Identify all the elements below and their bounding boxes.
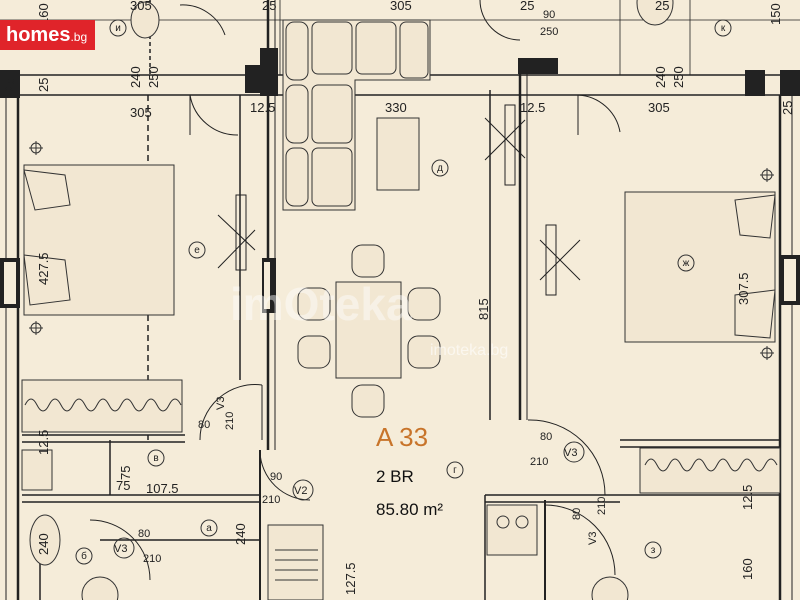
- dim-v-240-a: 240: [128, 66, 143, 88]
- dim-v3-d: V3: [587, 532, 599, 545]
- tag-v3-c: V3: [564, 447, 577, 459]
- dim-80-a: 80: [198, 419, 210, 431]
- dim-row2-125-b: 12.5: [520, 100, 545, 115]
- room-labels: и к д е ж в г а б з: [81, 23, 726, 562]
- dim-row2-305-b: 305: [648, 100, 670, 115]
- dimensions: 305 25 305 25 90 250 25 305 12.5 330 12.…: [116, 0, 670, 565]
- room-label-k: к: [721, 23, 726, 34]
- dim-160: 160: [740, 558, 755, 580]
- room-label-i: и: [115, 23, 121, 34]
- tag-v2: V2: [294, 485, 307, 497]
- wardrobes: [21, 379, 781, 600]
- dim-80-c: 80: [540, 431, 552, 443]
- watermark-sub: imoteka.bg: [430, 342, 508, 359]
- dim-v-250-b: 250: [671, 66, 686, 88]
- dim-row2-125-a: 12.5: [250, 100, 275, 115]
- logo-text: homes: [6, 24, 71, 46]
- watermark-main: imOteka: [230, 278, 412, 330]
- dim-top-90: 90: [543, 9, 555, 21]
- dim-v3-a: V3: [215, 397, 227, 410]
- dim-125-c: 12.5: [740, 485, 755, 510]
- room-label-e: е: [194, 245, 200, 256]
- sofa: [282, 19, 431, 211]
- apartment-area: 85.80 m²: [376, 500, 443, 519]
- apartment-code: A 33: [376, 422, 428, 452]
- dim-210-e: 210: [596, 497, 608, 515]
- dim-v-240-b: 240: [653, 66, 668, 88]
- room-label-b: б: [81, 550, 87, 562]
- dim-v-250-a: 250: [146, 66, 161, 88]
- dim-left-125: 12.5: [36, 430, 51, 455]
- dim-1075: 107.5: [146, 481, 179, 496]
- door-tags: V2 V3 V3: [113, 441, 585, 559]
- dim-80-d: 80: [571, 508, 583, 520]
- dim-top-25-b: 25: [520, 0, 534, 13]
- dim-1275: 127.5: [343, 562, 358, 595]
- dim-top-160: 160: [36, 3, 51, 25]
- dim-210-a: 210: [224, 412, 236, 430]
- door-swings: [89, 0, 621, 581]
- dim-row2-305-a: 305: [130, 105, 152, 120]
- dim-left-25-a: 25: [2, 78, 17, 92]
- dim-80-b: 80: [138, 528, 150, 540]
- dim-top-25-a: 25: [262, 0, 276, 13]
- logo-suffix: .bg: [70, 30, 88, 44]
- dining-set: [297, 244, 441, 418]
- dim-75-b: 75: [116, 478, 130, 493]
- apartment-type: 2 BR: [376, 467, 414, 486]
- hangers: [24, 398, 778, 581]
- fixtures: [21, 0, 674, 600]
- beds: [23, 164, 776, 343]
- room-label-d: д: [437, 163, 443, 174]
- dim-210-d: 210: [530, 456, 548, 468]
- windows: [217, 104, 581, 296]
- dim-240-c: 240: [233, 523, 248, 545]
- dim-top-305-a: 305: [130, 0, 152, 13]
- room-label-v: в: [153, 453, 158, 464]
- dim-row2-330: 330: [385, 100, 407, 115]
- dim-75-a: 75: [118, 466, 133, 480]
- dim-90: 90: [270, 471, 282, 483]
- dim-hall: 815: [476, 298, 491, 320]
- dim-210-c: 210: [143, 553, 161, 565]
- dim-top-305-b: 305: [390, 0, 412, 13]
- coffee-table: [376, 117, 420, 191]
- dim-bed-right: 307.5: [736, 272, 751, 305]
- dim-top-250: 250: [540, 26, 558, 38]
- room-markers: [75, 19, 732, 565]
- dim-210-b: 210: [262, 494, 280, 506]
- dim-top-25-c: 25: [655, 0, 669, 13]
- dim-right-25: 25: [780, 101, 795, 115]
- homes-logo[interactable]: homes.bg: [0, 20, 95, 50]
- tag-v3-b: V3: [114, 543, 127, 555]
- dim-240-d: 240: [36, 533, 51, 555]
- dim-bed-left: 427.5: [36, 252, 51, 285]
- dimensions-vertical: 160 25 25 240 250 240 250 150 25 427.5 3…: [2, 3, 795, 595]
- room-label-z: з: [651, 545, 656, 556]
- room-label-g: г: [453, 465, 457, 476]
- room-label-zh: ж: [683, 258, 690, 269]
- outlet-markers: [29, 141, 774, 360]
- dim-left-25-b: 25: [36, 78, 51, 92]
- room-label-a: а: [206, 523, 212, 534]
- dim-top-150: 150: [768, 3, 783, 25]
